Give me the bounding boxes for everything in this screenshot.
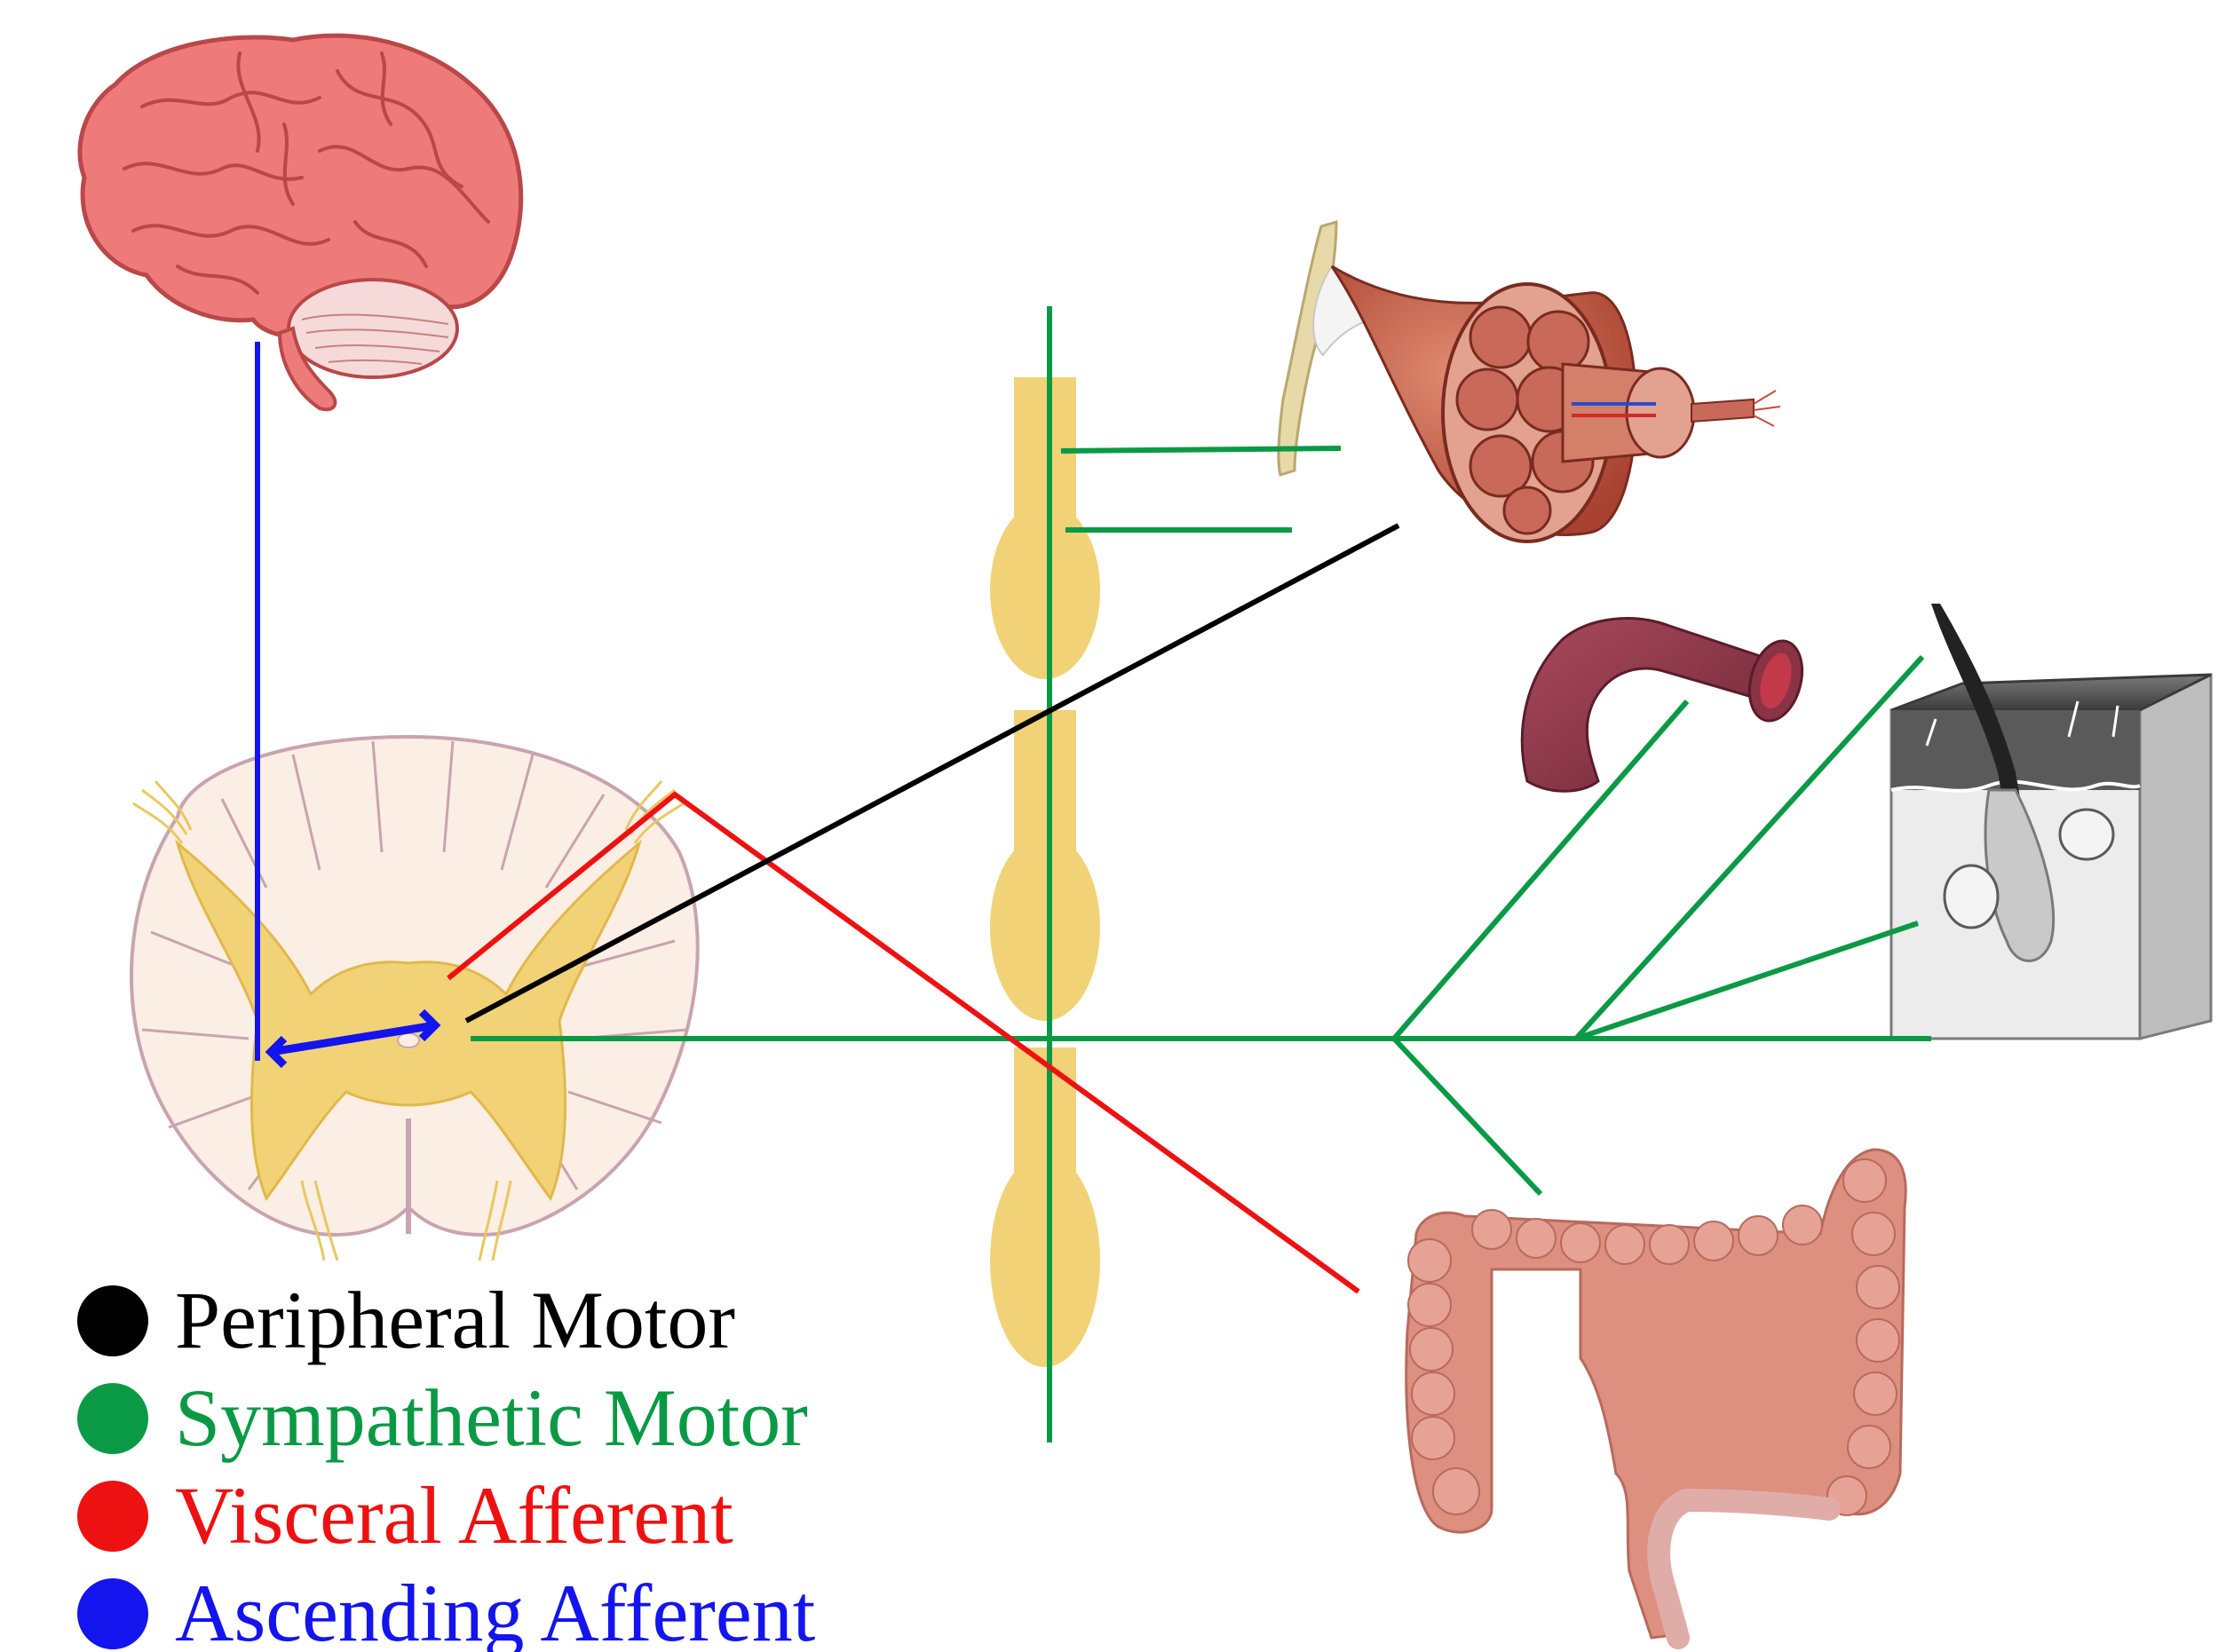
colon-icon (1406, 1150, 1905, 1638)
legend-dot (77, 1285, 148, 1356)
blood-vessel-icon (1522, 619, 1810, 792)
legend-item-ascending-afferent: Ascending Afferent (77, 1568, 816, 1652)
legend-item-visceral-afferent: Visceral Afferent (77, 1470, 733, 1561)
legend-label: Visceral Afferent (175, 1470, 733, 1561)
legend-dot (77, 1481, 148, 1552)
legend-item-peripheral-motor: Peripheral Motor (77, 1275, 735, 1365)
legend-label: Sympathetic Motor (175, 1372, 808, 1463)
legend-label: Ascending Afferent (175, 1568, 816, 1652)
peripheral-motor-pathway (466, 526, 1398, 1021)
spinal-cord-cross-section-icon (131, 737, 698, 1261)
legend-label: Peripheral Motor (175, 1275, 735, 1365)
legend-item-sympathetic-motor: Sympathetic Motor (77, 1372, 808, 1463)
skin-block-icon (1891, 604, 2211, 1039)
brain-icon (80, 36, 521, 409)
arrow-to-colon (1394, 1039, 1541, 1194)
sympathetic-chain-icon (990, 377, 1100, 1367)
muscle-to-chain-arrow-upper (1061, 448, 1341, 451)
legend: Peripheral Motor Sympathetic Motor Visce… (77, 1275, 816, 1652)
legend-dot (77, 1383, 148, 1454)
skeletal-muscle-icon (1279, 222, 1780, 541)
legend-dot (77, 1578, 148, 1649)
